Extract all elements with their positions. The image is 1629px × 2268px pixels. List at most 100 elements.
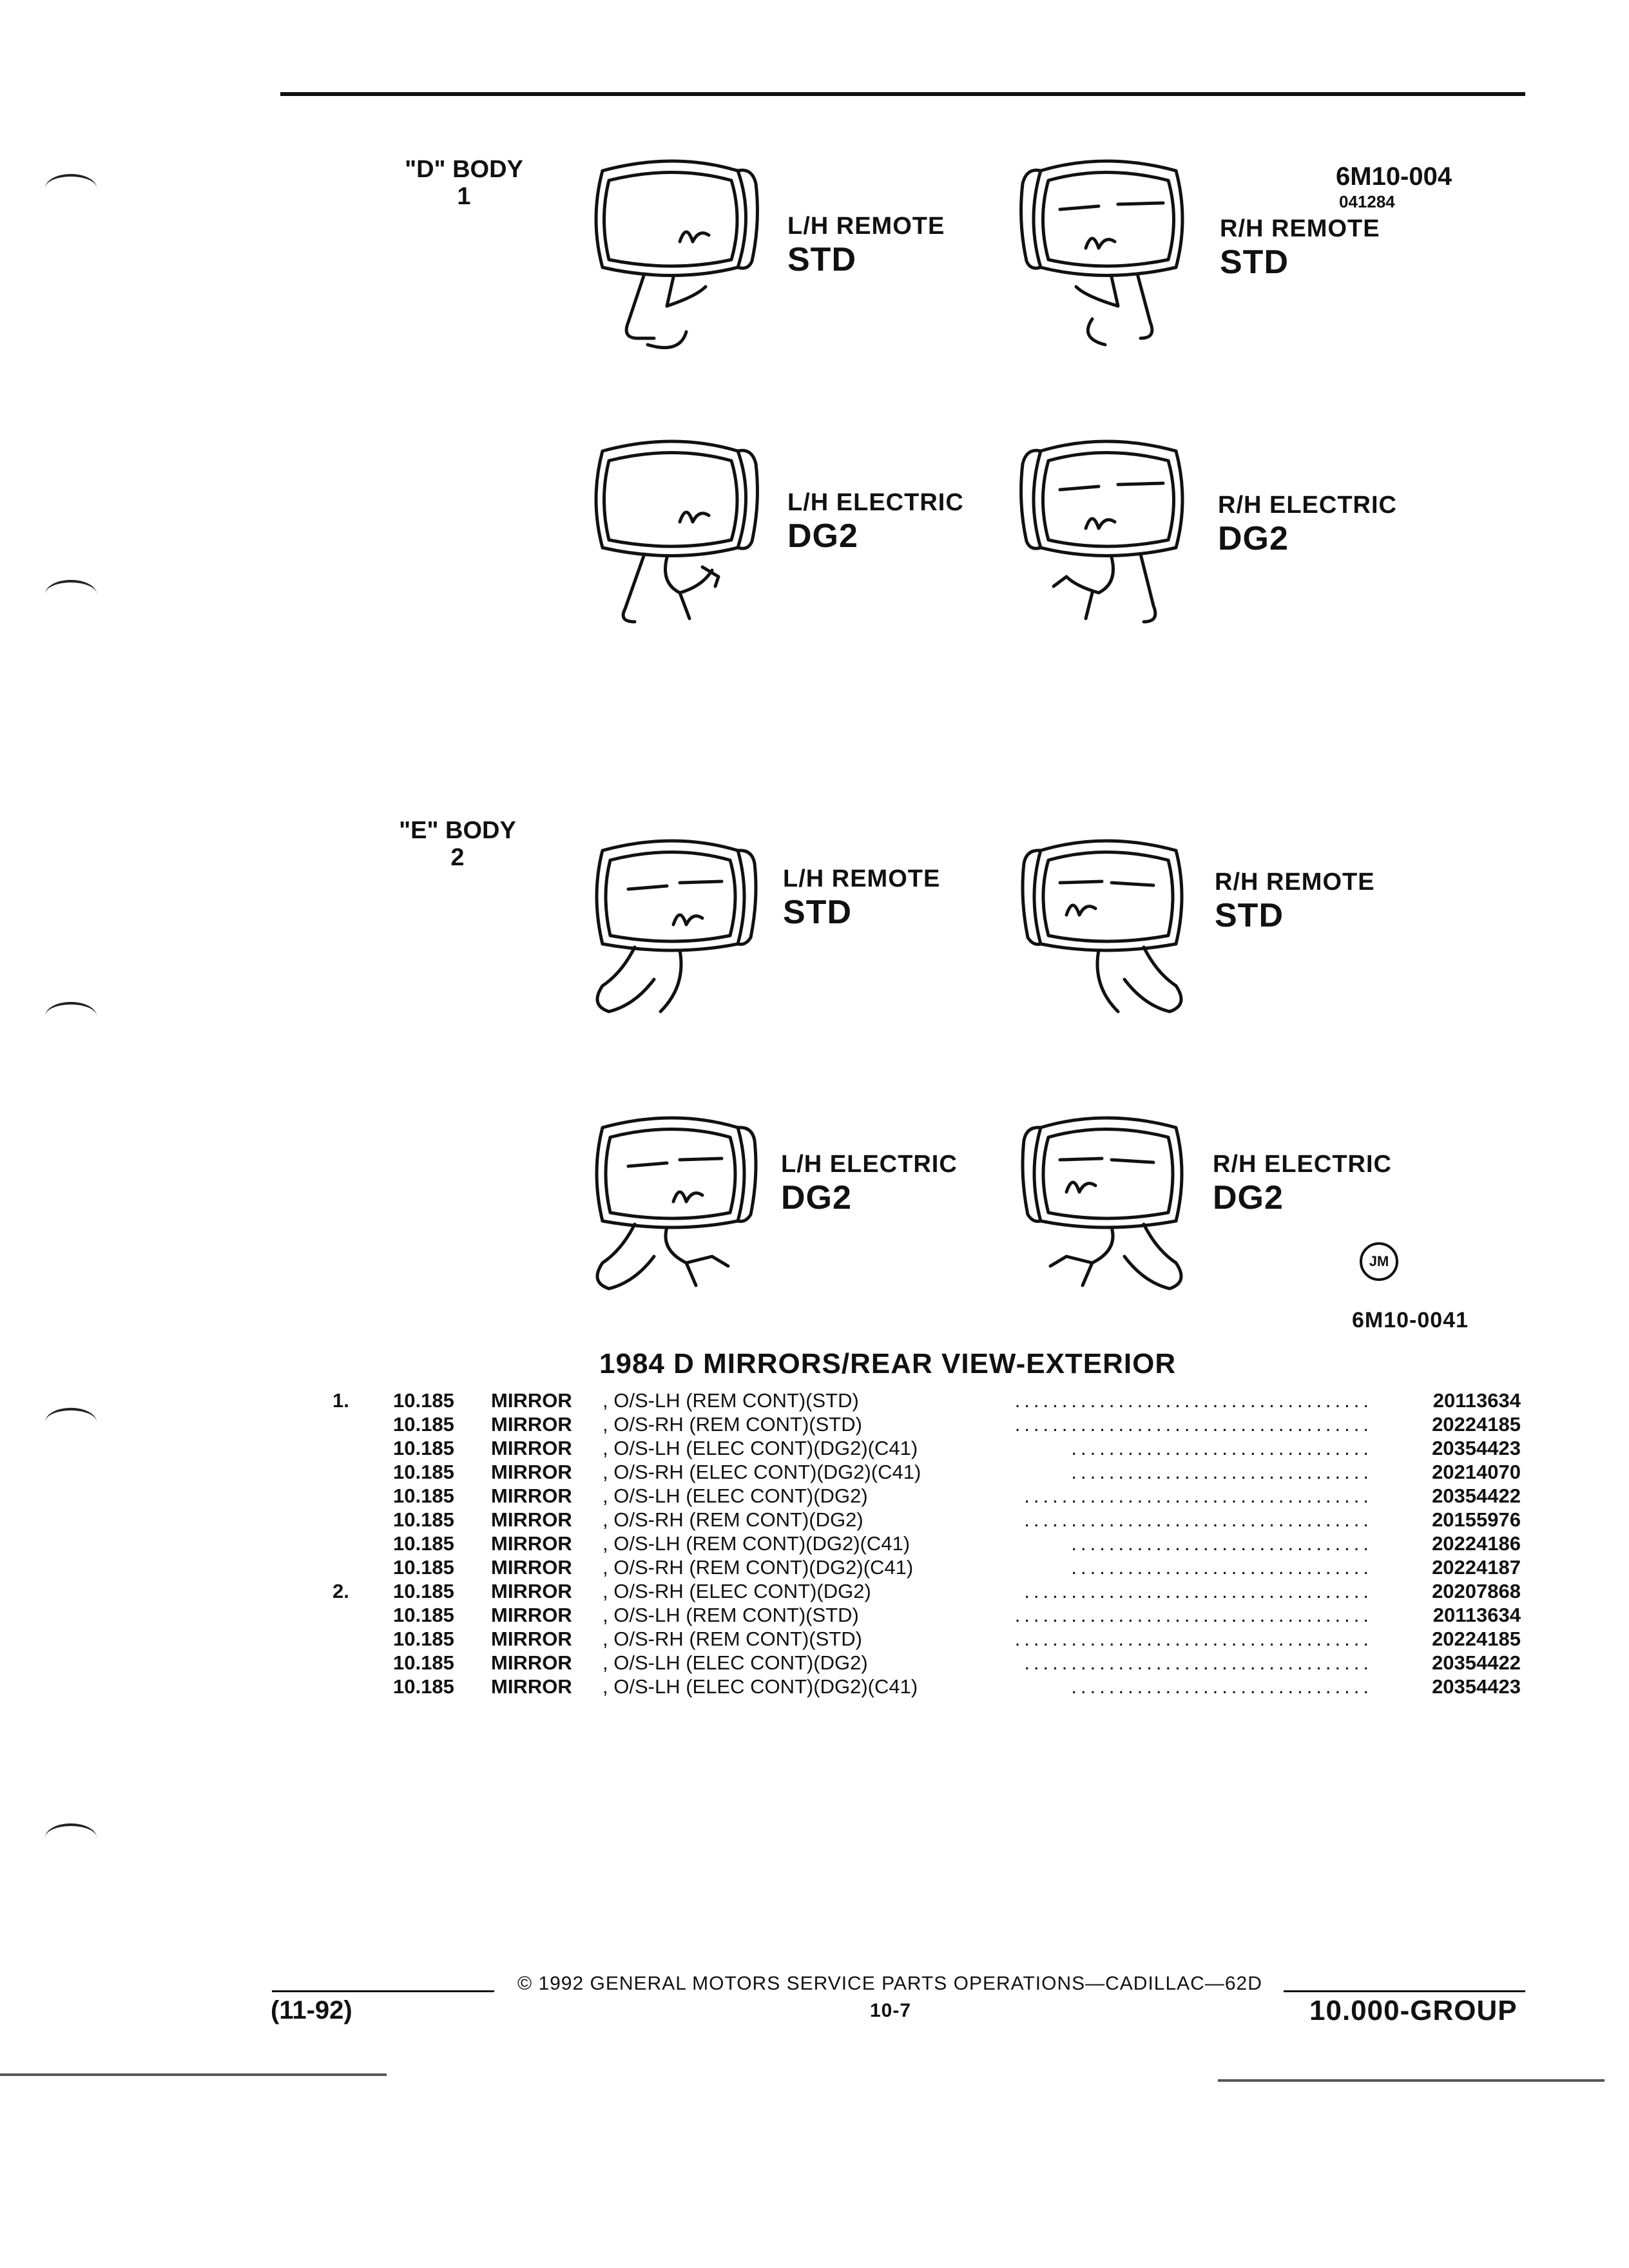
part-group: 10.185 <box>393 1437 454 1459</box>
part-number: 20354423 <box>1432 1675 1521 1698</box>
e-body-label: "E" BODY 2 <box>399 817 516 871</box>
part-group: 10.185 <box>393 1389 454 1412</box>
leader-dots: ...................................... <box>1014 1604 1373 1626</box>
part-number: 20224187 <box>1432 1556 1521 1579</box>
part-name: MIRROR <box>491 1508 572 1531</box>
part-description: , O/S-RH (REM CONT)(DG2) <box>602 1508 863 1531</box>
leader-dots: ...................................... <box>1014 1413 1373 1436</box>
part-description: , O/S-RH (ELEC CONT)(DG2)(C41) <box>602 1461 921 1483</box>
table-row: 10.185 MIRROR , O/S-RH (ELEC CONT)(DG2)(C4… <box>322 1461 1521 1485</box>
d-body-label: "D" BODY 1 <box>405 156 523 210</box>
mirror-illustration-d-lh-remote <box>594 159 759 349</box>
mirror-illustration-e-rh-electric <box>1021 1116 1184 1291</box>
part-group: 10.185 <box>393 1580 454 1602</box>
d-lh-electric-caption: L/H ELECTRIC DG2 <box>787 489 964 555</box>
part-number: 20354422 <box>1432 1651 1521 1674</box>
part-number: 20207868 <box>1432 1580 1521 1602</box>
part-description: , O/S-LH (REM CONT)(STD) <box>602 1389 859 1412</box>
part-group: 10.185 <box>393 1556 454 1579</box>
part-name: MIRROR <box>491 1413 572 1436</box>
page-number: 10-7 <box>870 2000 912 2021</box>
part-name: MIRROR <box>491 1651 572 1674</box>
leader-dots: ................................ <box>1071 1532 1373 1555</box>
leader-dots: ................................ <box>1071 1437 1373 1459</box>
illustrator-mark: JM <box>1360 1242 1398 1281</box>
footer-rule-left <box>272 1990 494 1992</box>
part-number: 20224185 <box>1432 1413 1521 1436</box>
part-number: 20354422 <box>1432 1485 1521 1507</box>
scan-edge-line <box>1218 2079 1605 2082</box>
leader-dots: ................................ <box>1071 1675 1373 1698</box>
mirror-illustration-d-rh-remote <box>1019 159 1184 347</box>
part-number: 20113634 <box>1432 1604 1521 1626</box>
part-group: 10.185 <box>393 1532 454 1555</box>
d-rh-electric-caption: R/H ELECTRIC DG2 <box>1218 492 1397 557</box>
table-row: 10.185 MIRROR , O/S-LH (ELEC CONT)(DG2) 203… <box>322 1485 1521 1508</box>
part-group: 10.185 <box>393 1628 454 1650</box>
part-number: 20354423 <box>1432 1437 1521 1459</box>
e-rh-electric-caption: R/H ELECTRIC DG2 <box>1213 1151 1392 1216</box>
scan-edge-line <box>0 2073 387 2076</box>
part-description: , O/S-LH (REM CONT)(DG2)(C41) <box>602 1532 911 1555</box>
part-description: , O/S-LH (ELEC CONT)(DG2)(C41) <box>602 1437 918 1459</box>
part-index: 2. <box>333 1580 349 1602</box>
part-number: 20155976 <box>1432 1508 1521 1531</box>
mirror-illustration-d-rh-electric <box>1019 439 1184 624</box>
part-description: , O/S-RH (ELEC CONT)(DG2) <box>602 1580 871 1602</box>
part-description: , O/S-LH (ELEC CONT)(DG2)(C41) <box>602 1675 918 1698</box>
binder-hole <box>45 174 97 202</box>
footer-rule-right <box>1284 1990 1525 1992</box>
section-title: 1984 D MIRRORS/REAR VIEW-EXTERIOR <box>599 1348 1177 1379</box>
part-name: MIRROR <box>491 1461 572 1483</box>
part-name: MIRROR <box>491 1389 572 1412</box>
illustration-code-main: 6M10-004 <box>1336 162 1452 191</box>
e-lh-electric-caption: L/H ELECTRIC DG2 <box>781 1151 958 1216</box>
part-description: , O/S-RH (REM CONT)(DG2)(C41) <box>602 1556 914 1579</box>
leader-dots: ................................ <box>1071 1556 1373 1579</box>
leader-dots: ..................................... <box>1024 1651 1373 1674</box>
footer-date: (11-92) <box>271 1996 352 2024</box>
illustration-code-sub: 041284 <box>1339 192 1395 211</box>
leader-dots: ..................................... <box>1024 1485 1373 1507</box>
mirror-illustration-e-lh-electric <box>595 1116 758 1291</box>
part-group: 10.185 <box>393 1461 454 1483</box>
table-row: 10.185 MIRROR , O/S-RH (REM CONT)(DG2) 2015… <box>322 1508 1521 1532</box>
part-number: 20224186 <box>1432 1532 1521 1555</box>
part-description: , O/S-RH (REM CONT)(STD) <box>602 1413 862 1436</box>
part-name: MIRROR <box>491 1532 572 1555</box>
part-name: MIRROR <box>491 1604 572 1626</box>
part-description: , O/S-LH (REM CONT)(STD) <box>602 1604 859 1626</box>
part-number: 20224185 <box>1432 1628 1521 1650</box>
part-group: 10.185 <box>393 1485 454 1507</box>
part-number: 20113634 <box>1432 1389 1521 1412</box>
part-name: MIRROR <box>491 1628 572 1650</box>
e-rh-remote-caption: R/H REMOTE STD <box>1215 869 1375 934</box>
part-group: 10.185 <box>393 1675 454 1698</box>
d-rh-remote-caption: R/H REMOTE STD <box>1220 215 1380 281</box>
mirror-illustration-e-rh-remote <box>1021 839 1184 1014</box>
leader-dots: ..................................... <box>1024 1580 1373 1602</box>
binder-hole <box>45 1002 97 1030</box>
part-description: , O/S-LH (ELEC CONT)(DG2) <box>602 1651 868 1674</box>
part-name: MIRROR <box>491 1485 572 1507</box>
table-row: 10.185 MIRROR , O/S-LH (REM CONT)(STD) 2011… <box>322 1604 1521 1628</box>
table-row: 10.185 MIRROR , O/S-LH (REM CONT)(DG2)(C41… <box>322 1532 1521 1556</box>
part-description: , O/S-LH (ELEC CONT)(DG2) <box>602 1485 868 1507</box>
leader-dots: ...................................... <box>1014 1389 1373 1412</box>
part-group: 10.185 <box>393 1604 454 1626</box>
part-number: 20214070 <box>1432 1461 1521 1483</box>
top-rule <box>280 92 1525 96</box>
leader-dots: ..................................... <box>1024 1508 1373 1531</box>
leader-dots: ................................ <box>1071 1461 1373 1483</box>
part-index: 1. <box>333 1389 349 1412</box>
part-group: 10.185 <box>393 1508 454 1531</box>
binder-hole <box>45 1823 97 1852</box>
part-name: MIRROR <box>491 1675 572 1698</box>
